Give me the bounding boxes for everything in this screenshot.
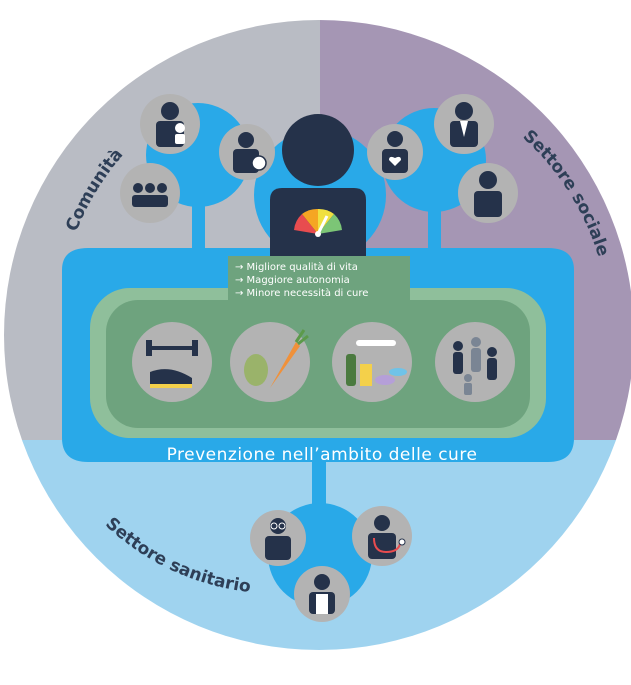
band-title: Prevenzione nell’ambito delle cure — [167, 445, 478, 465]
fitness-icon — [132, 322, 212, 402]
benefits-box — [228, 256, 410, 302]
person-in-coat-icon — [294, 566, 350, 622]
benefit-quality-of-life: → Migliore qualità di vita — [235, 261, 358, 273]
doctor-with-stethoscope-icon — [352, 506, 412, 566]
person-with-ball-icon — [219, 124, 275, 180]
person-with-glasses-icon — [250, 510, 306, 566]
person-icon — [458, 163, 518, 223]
person-in-suit-icon — [434, 94, 494, 154]
group-icon — [120, 163, 180, 223]
social-participation-icon — [435, 322, 515, 402]
person-with-heart-icon — [367, 124, 423, 180]
central-person-head — [282, 114, 354, 186]
wellbeing-gauge-icon — [294, 208, 342, 237]
nutrition-icon — [230, 322, 310, 402]
benefit-autonomy: → Maggiore autonomia — [235, 275, 350, 286]
substance-use-icon — [332, 322, 412, 402]
parent-child-icon — [140, 94, 200, 154]
benefit-less-care: → Minore necessità di cure — [235, 287, 368, 299]
prevention-panel — [106, 300, 530, 428]
